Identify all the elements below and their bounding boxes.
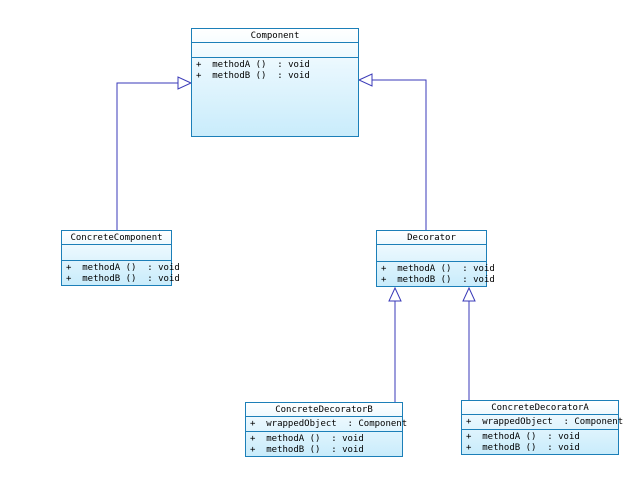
operation: + methodB () : void [66, 274, 180, 284]
generalization-arrowhead-component-left [177, 76, 193, 90]
operation: + methodA () : void [381, 264, 495, 274]
operation: + methodB () : void [381, 275, 495, 285]
operation: + methodB () : void [196, 71, 310, 81]
class-name: ConcreteDecoratorB [275, 405, 373, 415]
generalization-decorator-to-component [372, 79, 427, 230]
generalization-arrowhead-decorator-right [462, 286, 476, 302]
class-concrete-component[interactable]: ConcreteComponent + methodA () : void + … [61, 230, 180, 286]
operations-section: + methodA () : void + methodB () : void [246, 431, 402, 457]
operation: + methodB () : void [466, 443, 580, 453]
operations-section: + methodA () : void + methodB () : void [377, 261, 495, 287]
attributes-section [62, 244, 171, 260]
generalization-arrowhead-decorator-left [388, 286, 402, 302]
class-name: ConcreteComponent [70, 233, 163, 243]
operations-section: + methodA () : void + methodB () : void [62, 260, 180, 286]
operations-section: + methodA () : void + methodB () : void [192, 57, 358, 83]
operation: + methodA () : void [250, 434, 364, 444]
operation: + methodA () : void [196, 60, 310, 70]
class-name: Component [250, 31, 300, 41]
operation: + methodA () : void [466, 432, 580, 442]
attributes-section [192, 42, 358, 57]
operation: + methodA () : void [66, 263, 180, 273]
generalization-arrowhead-component-right [357, 73, 373, 87]
class-concrete-decorator-a[interactable]: ConcreteDecoratorA + wrappedObject : Com… [461, 400, 624, 455]
attributes-section: + wrappedObject : Component [246, 416, 408, 431]
class-name: ConcreteDecoratorA [491, 403, 589, 413]
operations-section: + methodA () : void + methodB () : void [462, 429, 618, 455]
class-concrete-decorator-b[interactable]: ConcreteDecoratorB + wrappedObject : Com… [245, 402, 408, 457]
attributes-section [377, 244, 486, 261]
attributes-section: + wrappedObject : Component [462, 414, 624, 429]
attribute: + wrappedObject : Component [466, 417, 624, 427]
class-name: Decorator [407, 233, 456, 243]
attribute: + wrappedObject : Component [250, 419, 408, 429]
generalization-concretecomponent-to-component [116, 82, 178, 230]
class-decorator[interactable]: Decorator + methodA () : void + methodB … [376, 230, 495, 287]
class-component[interactable]: Component + methodA () : void + methodB … [191, 28, 359, 137]
operation: + methodB () : void [250, 445, 364, 455]
